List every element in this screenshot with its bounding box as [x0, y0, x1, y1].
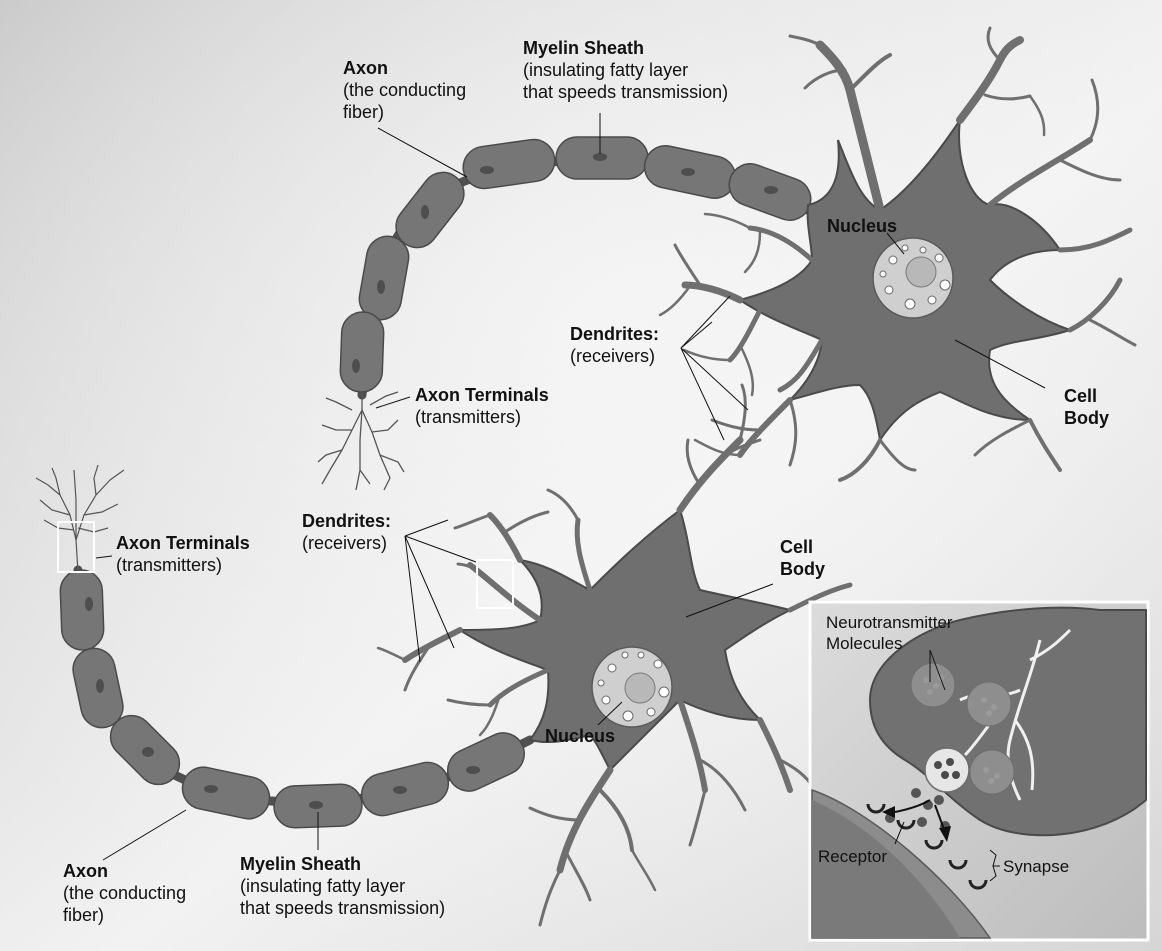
lower-axon-label: Axon (the conducting fiber): [63, 860, 186, 926]
lower-myelin-desc-line-2: that speeds transmission): [240, 897, 445, 919]
upper-dendrites-label: Dendrites: (receivers): [570, 323, 659, 367]
upper-dendrites-title: Dendrites:: [570, 323, 659, 345]
inset-neurotransmitter-line-1: Neurotransmitter: [826, 612, 953, 633]
upper-myelin-desc-line-1: (insulating fatty layer: [523, 59, 728, 81]
lower-axon-title: Axon: [63, 860, 186, 882]
upper-myelin-label: Myelin Sheath (insulating fatty layer th…: [523, 37, 728, 103]
upper-cell-body-label: Cell Body: [1064, 385, 1109, 429]
inset-neurotransmitter-line-2: Molecules: [826, 633, 953, 654]
inset-receptor-label: Receptor: [818, 846, 887, 867]
lower-nucleus: [592, 647, 672, 727]
upper-axon-title: Axon: [343, 57, 466, 79]
lower-axon-desc-line-1: (the conducting: [63, 882, 186, 904]
lower-dendrites-label: Dendrites: (receivers): [302, 510, 391, 554]
lower-myelin-desc-line-1: (insulating fatty layer: [240, 875, 445, 897]
inset-neurotransmitter-label: Neurotransmitter Molecules: [826, 612, 953, 654]
lower-axon-terminals-label: Axon Terminals (transmitters): [116, 532, 250, 576]
upper-axon-desc-line-1: (the conducting: [343, 79, 466, 101]
lower-myelin-label: Myelin Sheath (insulating fatty layer th…: [240, 853, 445, 919]
lower-nucleus-title: Nucleus: [545, 725, 615, 747]
upper-nucleus-title: Nucleus: [827, 215, 897, 237]
upper-nucleus-label: Nucleus: [827, 215, 897, 237]
upper-axon-desc-line-2: fiber): [343, 101, 466, 123]
lower-axon-desc-line-2: fiber): [63, 904, 186, 926]
upper-cell-body-line-2: Body: [1064, 407, 1109, 429]
upper-myelin-title: Myelin Sheath: [523, 37, 728, 59]
upper-axon-terminals-title: Axon Terminals: [415, 384, 549, 406]
lower-myelin-title: Myelin Sheath: [240, 853, 445, 875]
upper-nucleus: [873, 238, 953, 318]
lower-nucleus-label: Nucleus: [545, 725, 615, 747]
upper-axon-label: Axon (the conducting fiber): [343, 57, 466, 123]
upper-cell-body-line-1: Cell: [1064, 385, 1109, 407]
lower-dendrites-title: Dendrites:: [302, 510, 391, 532]
upper-axon-terminals-label: Axon Terminals (transmitters): [415, 384, 549, 428]
lower-cell-body-line-2: Body: [780, 558, 825, 580]
lower-cell-body-label: Cell Body: [780, 536, 825, 580]
lower-dendrites-desc: (receivers): [302, 532, 391, 554]
lower-cell-body-line-1: Cell: [780, 536, 825, 558]
lower-axon-terminals-desc: (transmitters): [116, 554, 250, 576]
inset-synapse-label: Synapse: [1003, 856, 1069, 877]
upper-axon-terminals-desc: (transmitters): [415, 406, 549, 428]
upper-dendrites-desc: (receivers): [570, 345, 659, 367]
lower-axon-terminals-title: Axon Terminals: [116, 532, 250, 554]
upper-myelin-desc-line-2: that speeds transmission): [523, 81, 728, 103]
